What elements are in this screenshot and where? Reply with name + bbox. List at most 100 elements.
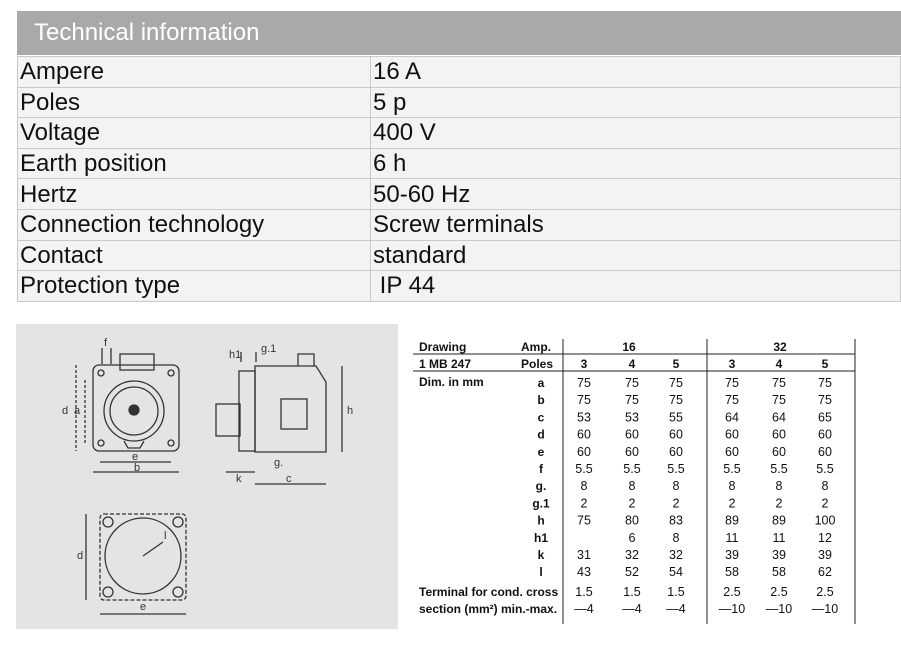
dim-cell: 100	[815, 514, 836, 528]
dim-row-label: e	[538, 445, 545, 459]
label-g1: g.1	[261, 343, 276, 355]
dim-cell: 60	[725, 428, 739, 442]
dim-cell: 54	[669, 565, 683, 579]
section-cell: —10	[719, 602, 745, 616]
spec-key: Hertz	[17, 178, 371, 210]
front-plate-outline	[92, 364, 180, 452]
dim-cell: 53	[577, 410, 591, 424]
cutout-outline	[99, 513, 187, 601]
spec-key: Protection type	[17, 270, 371, 302]
terminal-cell: 1.5	[667, 585, 684, 599]
dim-row-label: g.1	[532, 496, 550, 510]
poles-label: Poles	[521, 357, 553, 371]
dim-cell: 32	[669, 548, 683, 562]
dim-row-label: a	[538, 376, 545, 390]
dim-row-label: b	[537, 393, 544, 407]
amp-label: Amp.	[521, 340, 551, 354]
dim-cell: 60	[772, 428, 786, 442]
label-c: c	[286, 473, 292, 485]
dim-cell: 64	[725, 410, 739, 424]
label-l: l	[164, 530, 166, 542]
dim-cell: 60	[577, 428, 591, 442]
dim-cell: 5.5	[770, 462, 787, 476]
dim-cell: 60	[669, 445, 683, 459]
spec-value: 400 V	[370, 117, 901, 149]
dim-cell: 2	[729, 496, 736, 510]
dim-cell: 58	[772, 565, 786, 579]
dim-cell: 5.5	[667, 462, 684, 476]
dim-cell: 5.5	[816, 462, 833, 476]
dimension-table: Drawing Amp. 1 MB 247 Poles Dim. in mm 1…	[413, 334, 859, 624]
dim-cell: 11	[773, 531, 786, 545]
dim-cell: 65	[818, 410, 832, 424]
dim-cell: 75	[577, 514, 591, 528]
side-housing	[238, 370, 256, 452]
poles-header-cell: 5	[822, 357, 829, 371]
terminal-cell: 2.5	[770, 585, 787, 599]
dim-cell: 75	[725, 393, 739, 407]
label-g: g.	[274, 457, 283, 469]
dim-cell: 39	[725, 548, 739, 562]
dim-cell: 75	[669, 376, 683, 390]
technical-information-header: Technical information	[17, 11, 901, 55]
dim-cell: 75	[772, 393, 786, 407]
spec-value: 6 h	[370, 147, 901, 180]
spec-key: Contact	[17, 239, 371, 272]
poles-header-cell: 4	[629, 357, 636, 371]
dim-cell: 32	[625, 548, 639, 562]
label-d-cutout: d	[77, 550, 83, 562]
dim-cell: 75	[772, 376, 786, 390]
dim-cell: 75	[577, 376, 591, 390]
cutout-circle	[104, 517, 182, 595]
dim-cell: 5.5	[723, 462, 740, 476]
dim-cell: 11	[726, 531, 739, 545]
dim-cell: 62	[818, 565, 832, 579]
dimension-table-svg: Drawing Amp. 1 MB 247 Poles Dim. in mm 1…	[413, 339, 856, 624]
section-label: section (mm²) min.-max.	[419, 602, 557, 616]
dim-cell: 8	[673, 531, 680, 545]
spec-key: Poles	[17, 86, 371, 119]
poles-header-cell: 4	[776, 357, 783, 371]
dim-cell: 83	[669, 514, 683, 528]
poles-header-cell: 3	[729, 357, 736, 371]
amp-16: 16	[622, 340, 636, 354]
dim-cell: 5.5	[623, 462, 640, 476]
section-cell: —4	[666, 602, 686, 616]
dim-cell: 60	[818, 428, 832, 442]
section-cell: —4	[622, 602, 642, 616]
dim-cell: 8	[673, 479, 680, 493]
dim-cell: 60	[818, 445, 832, 459]
spec-value: 50-60 Hz	[370, 178, 901, 210]
label-d: d	[62, 405, 68, 417]
spec-value: 16 A	[370, 56, 901, 88]
dim-cell: 58	[725, 565, 739, 579]
poles-header-cell: 5	[673, 357, 680, 371]
spec-value: Screw terminals	[370, 208, 901, 241]
dim-cell: 75	[625, 393, 639, 407]
label-e-cutout: e	[140, 601, 146, 613]
terminal-label: Terminal for cond. cross	[419, 585, 558, 599]
dim-cell: 75	[818, 376, 832, 390]
spec-key: Earth position	[17, 147, 371, 180]
dim-cell: 6	[629, 531, 636, 545]
dim-cell: 39	[818, 548, 832, 562]
dim-row-label: l	[539, 565, 542, 579]
dim-cell: 8	[729, 479, 736, 493]
terminal-cell: 1.5	[575, 585, 592, 599]
dim-cell: 2	[673, 496, 680, 510]
dim-cell: 60	[625, 445, 639, 459]
dim-cell: 89	[772, 514, 786, 528]
socket-drawing: f a d e b h1 g.1 h g. k c d l e	[62, 337, 353, 615]
label-h1: h1	[229, 349, 241, 361]
dim-cell: 8	[629, 479, 636, 493]
dim-cell: 12	[818, 531, 832, 545]
label-e: e	[132, 451, 138, 463]
label-k: k	[236, 473, 242, 485]
dim-cell: 52	[625, 565, 639, 579]
dim-cell: 55	[669, 410, 683, 424]
drawing-code: 1 MB 247	[419, 357, 471, 371]
